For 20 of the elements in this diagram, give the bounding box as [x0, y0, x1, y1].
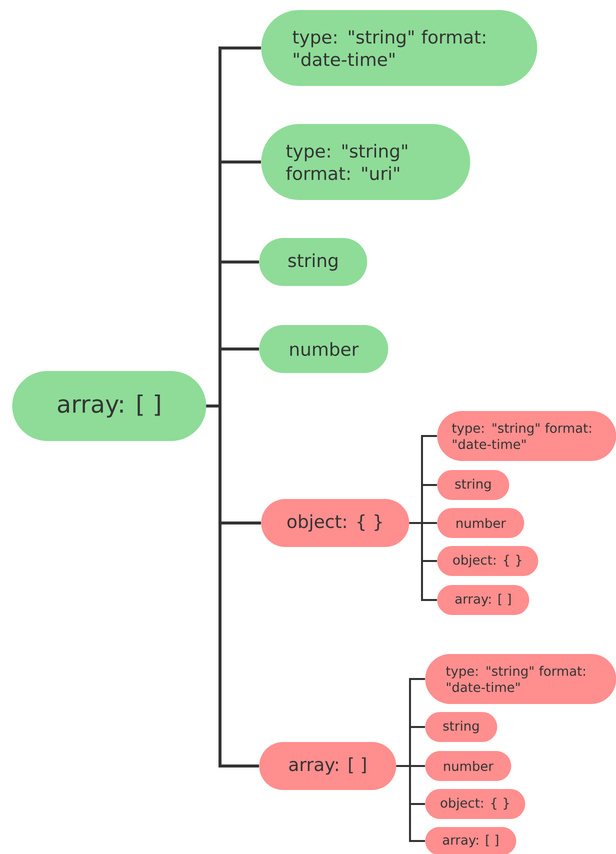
process-box: array: [ ] [437, 585, 530, 615]
connector [206, 404, 259, 768]
process-box: array: [ ] [425, 827, 516, 854]
process-box: array: [ ] [259, 742, 396, 790]
process-box: type: "string" format: "date-time" [425, 654, 616, 704]
process-box: string [437, 470, 510, 500]
process-box: object: { } [437, 546, 538, 576]
process-box: number [425, 751, 512, 781]
process-box: array: [ ] [12, 371, 206, 441]
process-box: object: { } [261, 499, 410, 547]
process-box: number [437, 508, 524, 538]
process-box: number [259, 325, 388, 373]
process-box: string [259, 238, 368, 286]
process-box: type: "string" format: "date-time" [261, 10, 538, 86]
connector [396, 765, 425, 842]
process-box: type: "string" format: "uri" [261, 124, 470, 200]
process-box: type: "string" format: "date-time" [437, 411, 616, 461]
process-box: object: { } [425, 789, 526, 819]
connector [409, 522, 437, 601]
process-box: string [425, 712, 498, 742]
